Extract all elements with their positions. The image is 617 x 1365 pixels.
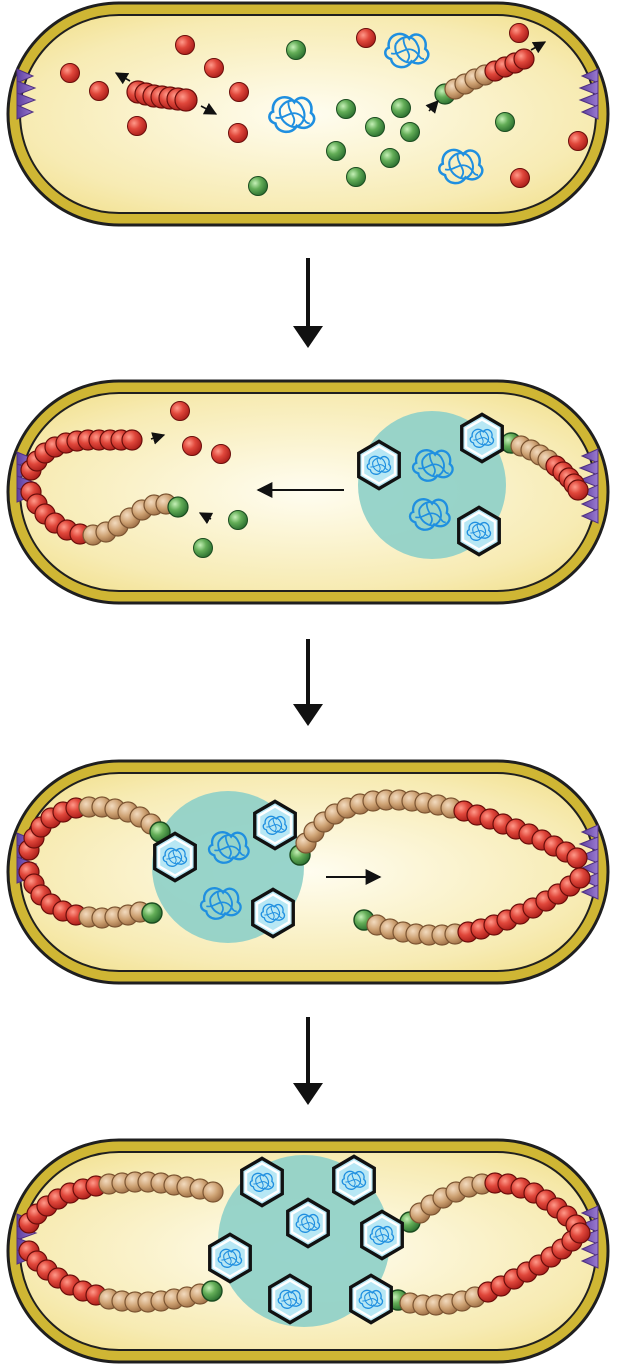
- filament-right: [500, 432, 589, 501]
- filament-left-upper: [20, 429, 143, 481]
- panel-2: [6, 379, 610, 605]
- filament-left-upper: [18, 1171, 224, 1234]
- filament-red-right: [434, 48, 535, 105]
- filament-right-lower: [353, 867, 591, 946]
- small-arrows: [114, 41, 547, 115]
- pole-marker-icon: [578, 448, 599, 524]
- filament-left-upper: [18, 796, 171, 861]
- panel-3: [6, 759, 610, 985]
- pole-marker-icon: [578, 68, 599, 120]
- free-subunits-green: [193, 510, 248, 558]
- small-arrows: [150, 432, 344, 525]
- pole-marker-icon: [16, 68, 37, 120]
- cytoplasm: [19, 392, 597, 592]
- free-subunits-red: [170, 401, 231, 464]
- transition-arrow: [293, 639, 323, 726]
- filament-left-lower: [18, 1240, 223, 1313]
- filament-left-lower: [20, 481, 189, 546]
- transition-arrow: [293, 258, 323, 348]
- filament-left-lower: [18, 861, 163, 929]
- panel-4: [6, 1138, 610, 1364]
- filament-red-left: [126, 80, 198, 112]
- filament-right-upper: [289, 789, 588, 869]
- free-subunits-red: [60, 23, 588, 188]
- panel-1: [6, 1, 610, 227]
- filament-right-lower: [387, 1222, 591, 1316]
- transition-arrow: [293, 1017, 323, 1105]
- free-subunits-green: [248, 40, 515, 196]
